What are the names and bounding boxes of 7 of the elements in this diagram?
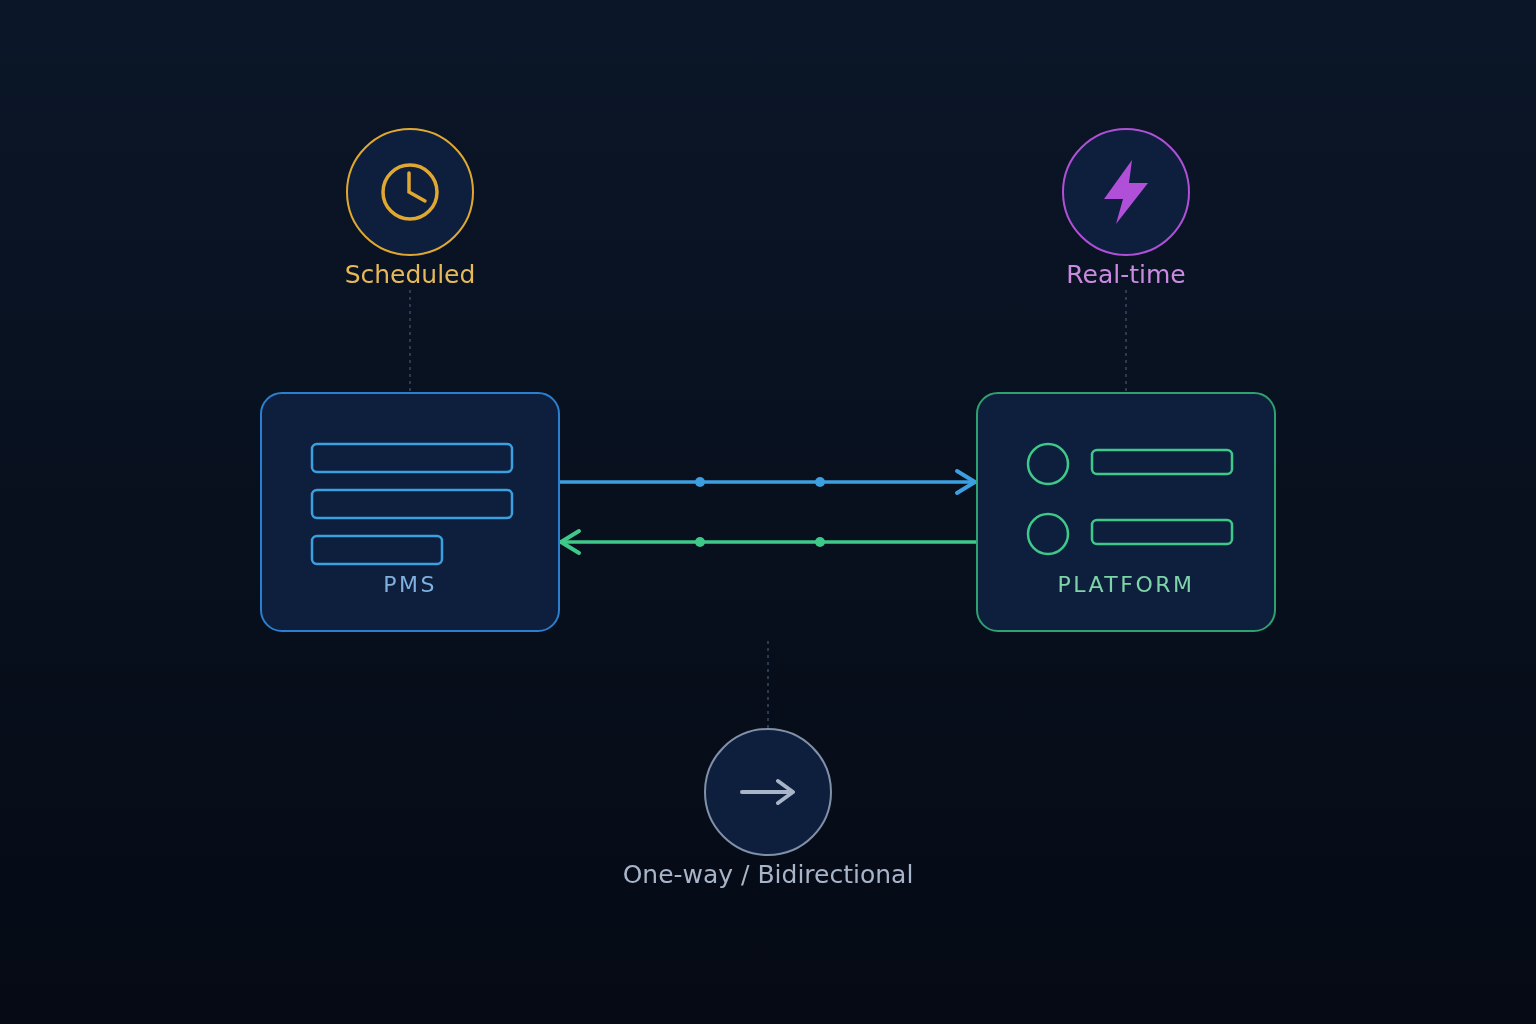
system-name: PLATFORM <box>1057 572 1195 597</box>
system-name: PMS <box>383 572 437 597</box>
mode-label: Real-time <box>1066 260 1186 289</box>
system-card <box>976 392 1276 632</box>
system-card <box>260 392 560 632</box>
mode-label: Scheduled <box>344 260 476 289</box>
mode-label: One-way / Bidirectional <box>622 860 914 889</box>
